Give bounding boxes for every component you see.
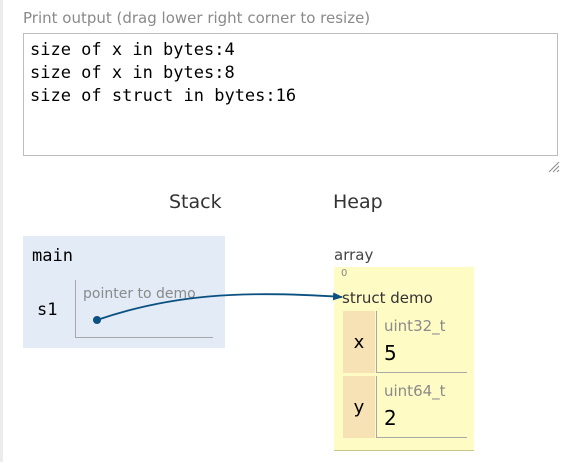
field-cell: uint32_t 5 [376,311,467,373]
field-name: x [343,311,375,373]
print-output-label: Print output (drag lower right corner to… [23,9,371,27]
print-output-line: size of x in bytes:8 [30,63,235,83]
heap-object-array: 0 struct demo x uint32_t 5 y uint64_t 2 [334,267,474,451]
resize-grip-icon[interactable] [548,161,560,173]
print-output-line: size of x in bytes:4 [30,40,235,60]
struct-field-x: x uint32_t 5 [343,311,467,373]
heap-header: Heap [333,191,383,213]
stack-frame-main: main s1 pointer to demo [23,236,225,348]
stack-header: Stack [169,191,222,213]
struct-label: struct demo [342,289,433,307]
array-index: 0 [341,268,348,279]
struct-field-y: y uint64_t 2 [343,376,467,438]
field-type: uint64_t [384,382,446,400]
left-border [0,0,3,462]
heap-object-label: array [334,246,374,264]
field-type: uint32_t [384,317,446,335]
variable-value-cell: pointer to demo [75,280,213,338]
variable-name: s1 [37,300,58,320]
field-value: 5 [384,341,397,365]
frame-name: main [32,246,73,266]
field-cell: uint64_t 2 [376,376,467,438]
field-value: 2 [384,406,397,430]
pointer-type-label: pointer to demo [83,286,196,302]
field-name: y [343,376,375,438]
print-output-box[interactable]: size of x in bytes:4 size of x in bytes:… [23,33,558,156]
print-output-line: size of struct in bytes:16 [30,86,297,106]
